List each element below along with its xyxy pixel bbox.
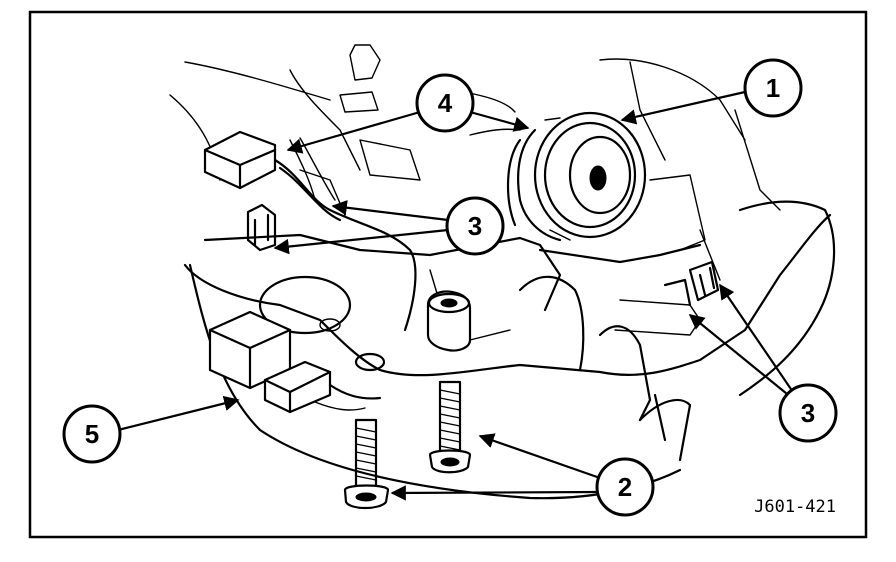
shroud-bushing xyxy=(426,290,472,352)
leader-1 xyxy=(620,90,746,125)
callout-3-lower-label: 3 xyxy=(801,398,815,428)
leader-3b-1 xyxy=(719,283,796,396)
lock-cylinder-opening xyxy=(258,275,386,372)
leader-3a-1 xyxy=(331,200,449,222)
figure-code: J601-421 xyxy=(754,497,836,517)
leader-3a-2 xyxy=(273,228,449,255)
callout-5: 5 xyxy=(62,404,122,464)
leader-5 xyxy=(117,395,240,432)
callout-1: 1 xyxy=(743,58,803,118)
leader-2a xyxy=(478,433,601,480)
leader-lines xyxy=(117,90,796,501)
callout-4-label: 4 xyxy=(438,88,453,118)
callout-3-lower: 3 xyxy=(778,383,838,443)
callout-2: 2 xyxy=(595,457,655,517)
leader-2b xyxy=(390,485,599,501)
figure-frame xyxy=(28,10,868,539)
screw-right xyxy=(428,380,472,474)
leader-4b xyxy=(469,110,530,132)
callout-2-label: 2 xyxy=(618,472,632,502)
callout-5-label: 5 xyxy=(85,419,99,449)
shroud-screws xyxy=(343,380,472,510)
lower-connector xyxy=(208,310,382,414)
screw-left xyxy=(343,418,390,510)
callout-3-upper: 3 xyxy=(445,196,505,256)
clock-spring-assembly xyxy=(507,111,647,242)
callout-4: 4 xyxy=(415,73,475,133)
leader-3b-2 xyxy=(688,314,793,399)
upper-connector xyxy=(203,130,417,332)
callout-3-upper-label: 3 xyxy=(468,211,482,241)
leader-4a xyxy=(286,110,421,154)
callout-1-label: 1 xyxy=(766,73,780,103)
